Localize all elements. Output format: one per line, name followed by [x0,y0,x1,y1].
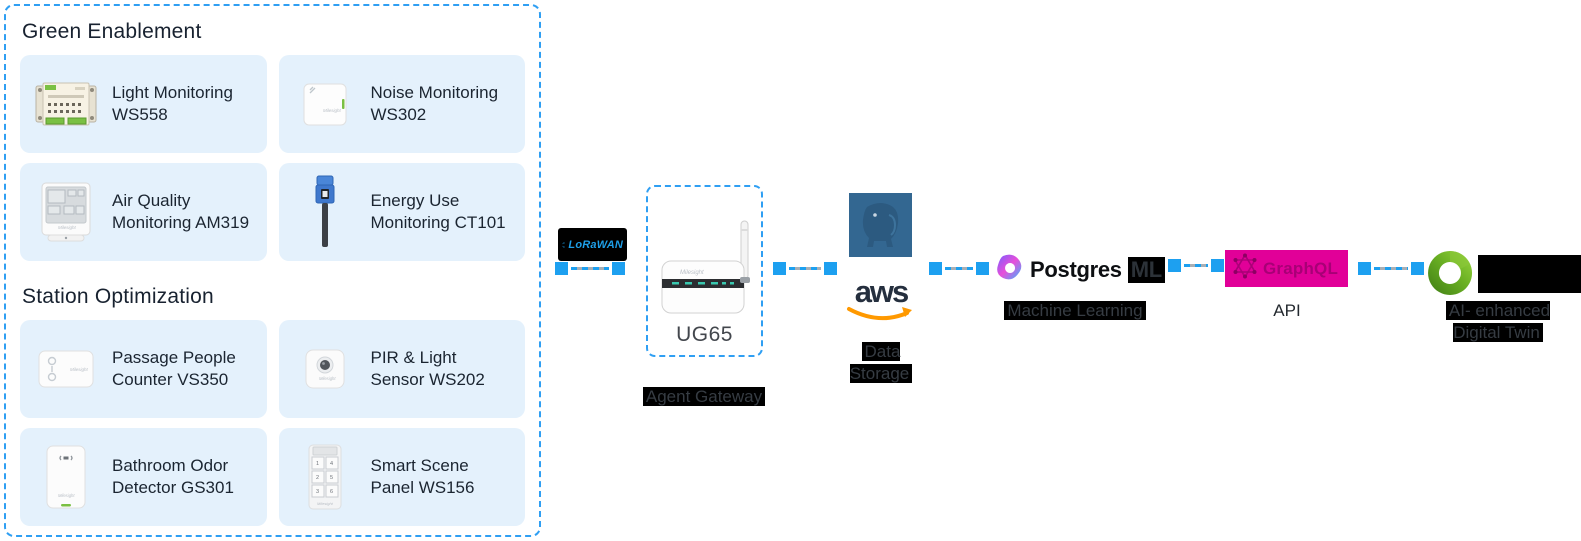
connector-api-twin [1358,262,1424,275]
connector-ml-api [1168,259,1224,272]
svg-text:Milesight: Milesight [317,501,334,506]
sensor-card-label: Smart Scene Panel WS156 [370,455,475,497]
gateway-caption: Agent Gateway [634,386,774,408]
sensor-card-label: Bathroom Odor Detector GS301 [112,455,234,497]
sensor-card-ws156: 1 4 2 5 3 6 Milesight Smart Scene Panel WS1… [278,428,525,526]
digital-twin-wordmark-block [1478,255,1581,293]
odor-detector-gs301-icon: Milesight [35,444,97,510]
svg-text:1: 1 [316,461,319,467]
sensor-card-label: Noise Monitoring WS302 [370,82,499,124]
sensor-card-ct101: Energy Use Monitoring CT101 [278,163,525,261]
aws-smile-logo: aws [845,274,917,330]
postgresml-logo: Postgres ML [996,253,1165,287]
graphql-logo: GraphQL [1225,250,1348,287]
connector-endpoint [929,262,942,275]
sensor-card-label: Air Quality Monitoring AM319 [112,190,250,232]
energy-meter-ct101-icon [294,175,356,249]
sensor-card-label: Energy Use Monitoring CT101 [370,190,506,232]
noise-sensor-ws302-icon: Milesight [294,81,356,127]
svg-text:4: 4 [330,461,333,467]
svg-text:Milesight: Milesight [319,376,336,381]
section-title-station-optimization: Station Optimization [22,285,214,308]
connector-endpoint [773,262,786,275]
connector-endpoint [1411,262,1424,275]
gateway-model-label: UG65 [676,323,733,346]
digital-twin-caption: AI- enhanced Digital Twin [1428,300,1568,344]
storage-caption: Data Storage [840,341,922,385]
connector-panel-gateway [555,262,625,275]
lorawan-wordmark: LoRaWAN [568,238,623,251]
sensor-card-ws202: Milesight PIR & Light Sensor WS202 [278,320,525,418]
connector-endpoint [612,262,625,275]
svg-text:Milesight: Milesight [58,225,77,230]
aws-smile-icon [847,307,912,321]
people-counter-vs350-icon: Milesight [35,348,97,390]
aws-wordmark: aws [854,274,910,309]
connector-storage-ml [929,262,989,275]
scene-panel-ws156-icon: 1 4 2 5 3 6 Milesight [294,443,356,511]
connector-line [789,267,821,270]
svg-text:Milesight: Milesight [58,493,75,498]
connector-endpoint [1358,262,1371,275]
connector-endpoint [555,262,568,275]
sensor-panel: Green Enablement [4,4,541,537]
lorawan-logo: LoRaWAN [558,228,627,261]
postgresql-elephant-icon [849,193,912,257]
connector-endpoint [824,262,837,275]
station-optimization-grid: Milesight Passage People Counter VS350 M… [20,320,525,526]
air-quality-am319-icon: Milesight [35,181,97,243]
svg-text:Milesight: Milesight [680,270,704,276]
ug65-gateway-device: Milesight [656,219,756,334]
green-enablement-grid: Light Monitoring WS558 Milesight Noise M… [20,55,525,261]
sensor-card-label: Passage People Counter VS350 [112,347,236,389]
connector-line [1374,267,1408,270]
graphql-hexagram-icon [1233,253,1257,284]
svg-text:6: 6 [330,489,333,495]
sensor-card-gs301: Milesight Bathroom Odor Detector GS301 [20,428,267,526]
section-title-green-enablement: Green Enablement [22,20,202,43]
sensor-card-label: PIR & Light Sensor WS202 [370,347,485,389]
svg-text:Milesight: Milesight [323,108,342,113]
light-controller-ws558-icon [35,81,97,127]
connector-line [945,267,973,270]
svg-text:2: 2 [316,475,319,481]
ml-caption: Machine Learning [995,300,1155,322]
svg-text:Milesight: Milesight [70,367,89,372]
postgresml-gradient-icon [996,253,1024,287]
connector-endpoint [1168,259,1181,272]
api-caption: API [1273,301,1301,320]
svg-text:3: 3 [316,489,319,495]
pir-light-sensor-ws202-icon: Milesight [294,347,356,391]
connector-line [1184,264,1208,267]
sensor-card-am319: Milesight Air Quality Monitoring AM319 [20,163,267,261]
sensor-card-label: Light Monitoring WS558 [112,82,233,124]
connector-endpoint [1211,259,1224,272]
connector-gateway-storage [773,262,837,275]
graphql-wordmark: GraphQL [1263,258,1339,278]
gateway-box: Milesight UG65 [646,185,763,357]
sensor-card-vs350: Milesight Passage People Counter VS350 [20,320,267,418]
green-ring-logo [1424,247,1476,304]
connector-line [571,267,609,270]
connector-endpoint [976,262,989,275]
lorawan-waves-icon [562,241,565,248]
sensor-card-ws558: Light Monitoring WS558 [20,55,267,153]
sensor-card-ws302: Milesight Noise Monitoring WS302 [278,55,525,153]
postgresml-wordmark-tail: ML [1127,257,1165,283]
svg-text:5: 5 [330,475,333,481]
postgresml-wordmark-head: Postgres [1030,257,1122,282]
